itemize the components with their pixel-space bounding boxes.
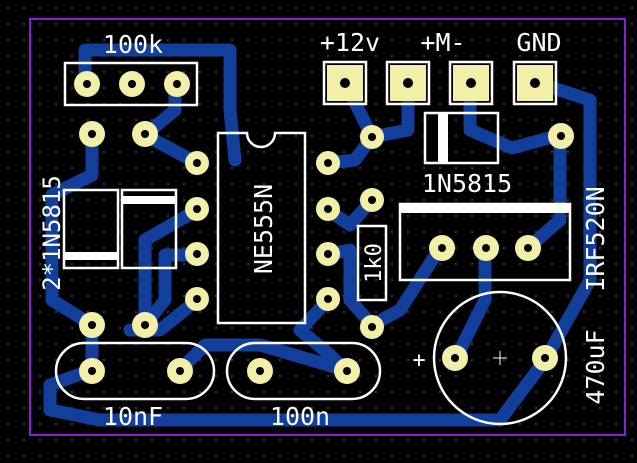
ic-outline (216, 131, 307, 325)
label-diodes-left: 2*1N5815 (38, 175, 66, 291)
terminal-12v-outline (322, 60, 368, 106)
pot-pad (74, 71, 100, 97)
ic-pad (316, 151, 340, 175)
pad (548, 123, 574, 149)
cap-pad (167, 358, 193, 384)
label-cap-mid: 100n (270, 402, 330, 431)
pad (132, 121, 158, 147)
trace (138, 203, 204, 332)
trace (173, 338, 352, 377)
trace (463, 75, 567, 155)
cap-pad (79, 358, 105, 384)
cap-mid-outline (225, 341, 382, 401)
label-cap-plus: + (412, 348, 425, 373)
diode-left-b-outline (120, 188, 178, 270)
pot-outline (63, 61, 199, 107)
diode-left-a-band (64, 252, 118, 260)
trace (45, 128, 99, 332)
ic-pad (316, 197, 340, 221)
label-diode-top: 1N5815 (422, 169, 512, 198)
diode-left-a-outline (62, 188, 120, 270)
copper-traces (43, 43, 597, 427)
trace (448, 241, 492, 367)
label-mosfet: IRF520N (581, 186, 610, 291)
cap-pad (334, 358, 360, 384)
label-12v: +12v (320, 28, 380, 57)
label-cap-elec: 470uF (581, 329, 610, 404)
pads (74, 65, 574, 384)
pad (360, 188, 384, 212)
trace (521, 128, 567, 255)
diode-top-outline (423, 111, 500, 165)
cap-pad (247, 358, 273, 384)
ic-pad (185, 151, 209, 175)
trace (528, 75, 597, 367)
diode-top-band (438, 113, 448, 163)
label-ic: NE555N (249, 184, 278, 274)
pot-pad (164, 71, 190, 97)
pad (79, 121, 105, 147)
ic-pad (185, 287, 209, 311)
ic-pad (316, 287, 340, 311)
terminal-gnd-outline (512, 60, 558, 106)
label-cap-small: 10nF (103, 402, 163, 431)
ic-pad (316, 242, 340, 266)
square-pad (453, 65, 489, 101)
cap-center-mark (493, 351, 507, 365)
square-pad (390, 65, 426, 101)
label-motor: +M- (420, 28, 465, 57)
cap-small-outline (54, 341, 216, 401)
resistor-outline (356, 224, 388, 302)
pad (132, 312, 158, 338)
pad (360, 125, 384, 149)
cap-pad (442, 345, 468, 371)
pad (360, 315, 384, 339)
square-pad (517, 65, 553, 101)
ic-pad (185, 242, 209, 266)
square-pad (327, 65, 363, 101)
mosfet-pad (429, 235, 455, 261)
mosfet-pad (515, 235, 541, 261)
trace (78, 43, 242, 167)
trace (43, 353, 552, 427)
pad (79, 312, 105, 338)
mosfet-pad (473, 235, 499, 261)
cap-pad (532, 345, 558, 371)
label-gnd: GND (516, 28, 561, 57)
cap-electrolytic-outline (432, 290, 568, 426)
terminal-m-minus-outline (448, 60, 494, 106)
ic-pad (185, 197, 209, 221)
board-outline (29, 18, 626, 436)
trace (138, 248, 204, 332)
mosfet-tab (400, 204, 570, 213)
label-resistor: 1k0 (362, 243, 387, 283)
label-pot: 100k (103, 30, 163, 59)
terminal-m-plus-outline (385, 60, 431, 106)
pot-pad (119, 71, 145, 97)
diode-left-b-band (122, 196, 176, 204)
silkscreen-bands (64, 113, 570, 260)
